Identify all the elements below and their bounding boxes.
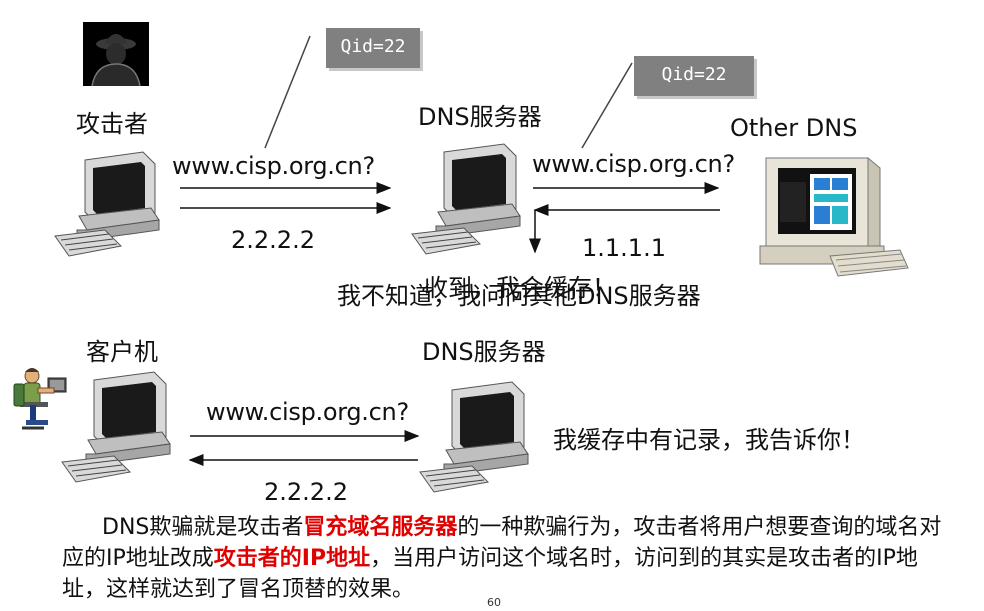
bottom-dns-server-computer-icon (419, 380, 538, 496)
top-reply-right-text: 1.1.1.1 (582, 234, 666, 262)
qid-right-leader (581, 62, 633, 149)
desc-part2: 的一种欺骗行为，攻击者将用户想要查询的域名对应的IP地址改成 (62, 515, 942, 571)
top-reply-left-text: 2.2.2.2 (231, 226, 315, 254)
overlap-text-will-cache: 收到，我会缓存！ (424, 274, 616, 302)
other-dns-computer-icon (750, 152, 910, 282)
qid-left-leader (264, 35, 311, 149)
dns-server-computer-icon (411, 142, 532, 262)
client-computer-icon (61, 370, 180, 486)
client-label: 客户机 (86, 338, 158, 366)
bottom-dns-server-label: DNS服务器 (422, 338, 546, 366)
page-number: 60 (487, 596, 501, 609)
attacker-label: 攻击者 (76, 110, 148, 138)
overlap-text-ask-other: 我不知道，我问问其他DNS服务器 (337, 282, 701, 310)
top-query-right-text: www.cisp.org.cn? (532, 150, 735, 178)
bottom-reply-text: 2.2.2.2 (264, 478, 348, 506)
desc-highlight-attacker-ip: 攻击者的IP地址 (213, 546, 371, 571)
desc-highlight-impersonate: 冒充域名服务器 (303, 515, 458, 540)
attacker-computer-icon (54, 150, 165, 260)
desc-part3: ，当用户访问这个域名时，访问到的其实是攻击者的IP地址，这样就达到了冒名顶替的效… (62, 546, 918, 602)
top-query-left-text: www.cisp.org.cn? (172, 152, 375, 180)
bottom-query-text: www.cisp.org.cn? (206, 398, 409, 426)
qid-box-right: Qid=22 (634, 56, 754, 96)
person-at-desk-icon (13, 368, 67, 430)
dns-server-label: DNS服务器 (418, 103, 542, 131)
description-paragraph: DNS欺骗就是攻击者冒充域名服务器的一种欺骗行为，攻击者将用户想要查询的域名对应… (62, 512, 942, 605)
hacker-icon (83, 22, 149, 87)
desc-part1: DNS欺骗就是攻击者 (102, 515, 304, 540)
cache-record-text: 我缓存中有记录，我告诉你！ (553, 426, 865, 454)
other-dns-label: Other DNS (730, 114, 858, 142)
qid-box-left: Qid=22 (326, 28, 420, 68)
